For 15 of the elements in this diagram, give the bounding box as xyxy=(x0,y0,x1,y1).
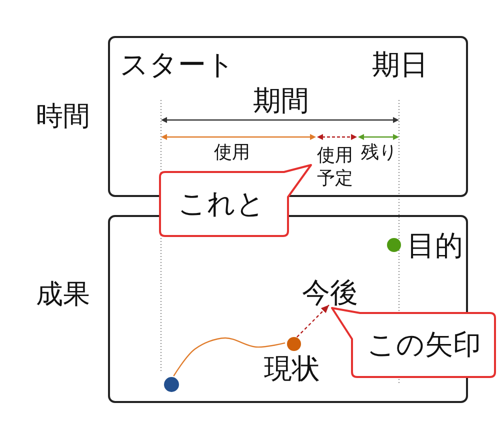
row-heading: 時間 xyxy=(36,103,90,130)
arrow xyxy=(296,304,330,338)
callout-text: これと xyxy=(178,190,265,218)
connector-line xyxy=(173,337,286,376)
segment-label: 使用予定 xyxy=(317,144,354,190)
dimension-label: 期間 xyxy=(253,87,309,115)
endpoint-label: 期日 xyxy=(372,51,428,79)
endpoint-label: スタート xyxy=(120,51,235,79)
callout-text: この矢印 xyxy=(367,331,481,359)
node-label: 今後 xyxy=(302,279,360,307)
row-heading: 成果 xyxy=(36,281,90,308)
point-label: 現状 xyxy=(264,355,320,383)
segment-label: 残り xyxy=(361,144,397,162)
segment-label: 使用 xyxy=(214,144,250,162)
point-label: 目的 xyxy=(407,232,463,260)
